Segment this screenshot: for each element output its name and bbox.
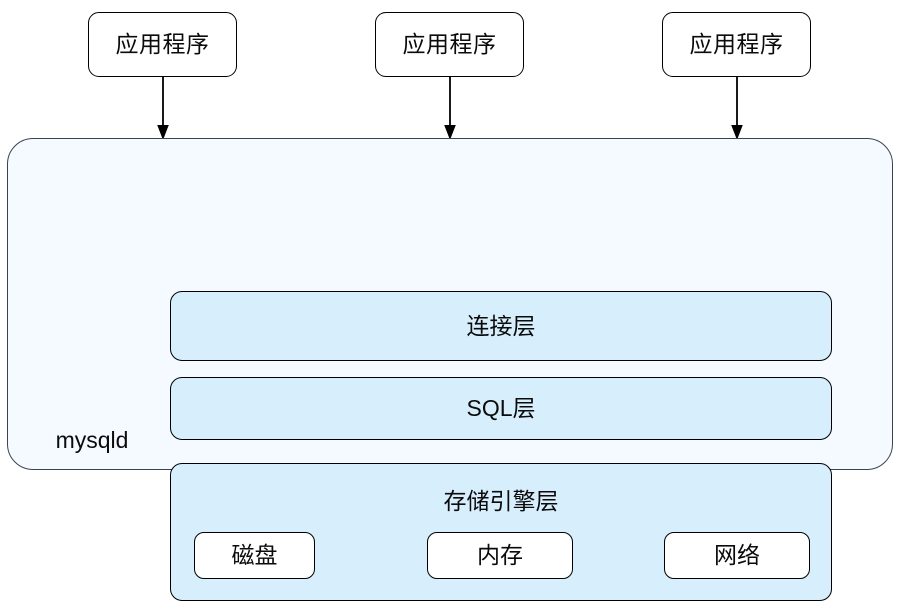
application-label: 应用程序 xyxy=(402,31,497,57)
sql-layer-label: SQL层 xyxy=(466,395,536,421)
application-box-2: 应用程序 xyxy=(375,12,524,77)
storage-engine-layer-label: 存储引擎层 xyxy=(443,488,559,514)
application-box-3: 应用程序 xyxy=(662,12,811,77)
mysqld-label: mysqld xyxy=(55,427,129,453)
connection-layer-label: 连接层 xyxy=(466,312,536,339)
storage-component-disk: 磁盘 xyxy=(194,532,315,579)
storage-component-network: 网络 xyxy=(664,532,810,579)
mysqld-container: mysqld 连接层 SQL层 存储引擎层 磁盘 内存 网络 xyxy=(7,138,893,601)
storage-component-label: 磁盘 xyxy=(231,542,278,568)
application-label: 应用程序 xyxy=(115,31,210,57)
connection-layer-box: 连接层 xyxy=(170,291,832,361)
storage-component-label: 网络 xyxy=(714,542,760,568)
storage-component-label: 内存 xyxy=(477,542,523,568)
application-box-1: 应用程序 xyxy=(88,12,237,77)
arrow-down-icon xyxy=(157,77,169,140)
application-label: 应用程序 xyxy=(689,31,784,57)
sql-layer-box: SQL层 xyxy=(170,377,832,440)
architecture-diagram: 应用程序 应用程序 应用程序 mysqld 连接层 SQL层 存储引擎层 xyxy=(7,12,893,601)
arrow-down-icon xyxy=(731,77,743,140)
storage-component-memory: 内存 xyxy=(427,532,573,579)
storage-engine-layer-box: 存储引擎层 磁盘 内存 网络 xyxy=(170,463,832,601)
arrow-down-icon xyxy=(444,77,456,140)
